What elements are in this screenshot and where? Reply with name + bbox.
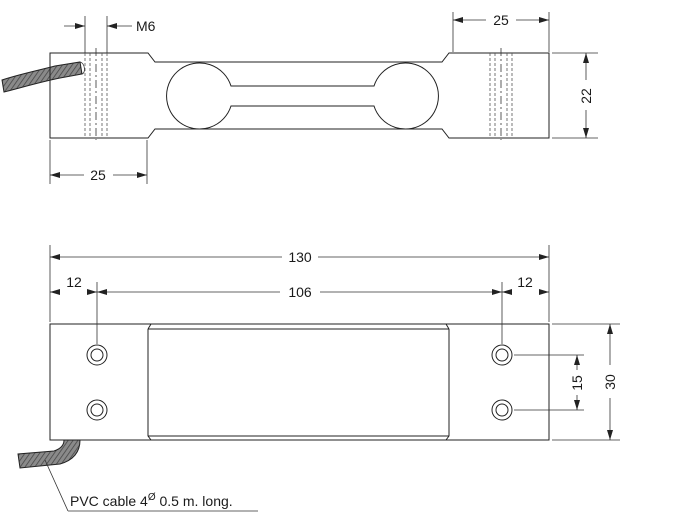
dim-left-length: 25 [90, 167, 106, 183]
dim-right-12: 12 [502, 274, 549, 295]
dim-total-length: 130 [288, 249, 312, 265]
dim-left-12: 12 [50, 274, 97, 295]
dim-left-offset: 12 [66, 274, 82, 290]
dim-right-length: 25 [493, 12, 509, 28]
dumbbell-slot [166, 62, 439, 130]
cable-note-text: PVC cable 4Ø 0.5 m. long. [70, 492, 233, 509]
mounting-hole [86, 344, 108, 366]
cable-note: PVC cable 4Ø 0.5 m. long. [44, 459, 258, 512]
dim-hole-spacing: 106 [288, 284, 312, 300]
dim-spacing-106: 106 [97, 284, 502, 300]
mounting-hole [86, 399, 108, 421]
center-plate [147, 323, 450, 441]
mounting-hole [491, 344, 513, 366]
bottom-view: 130 12 106 12 15 [17, 245, 620, 512]
hidden-thread-right [489, 48, 513, 140]
dim-width-30: 30 [552, 323, 620, 441]
dim-m6: M6 [64, 16, 156, 53]
dim-height: 22 [578, 88, 594, 104]
top-body-outline [49, 52, 550, 139]
hidden-thread-left [84, 48, 108, 140]
dim-hole-pitch: 15 [569, 375, 585, 391]
thread-label: M6 [136, 18, 156, 34]
cable-top [1, 61, 83, 93]
dim-top-left-25: 25 [49, 140, 148, 184]
dim-width: 30 [602, 374, 618, 390]
dim-pitch-15: 15 [514, 354, 585, 411]
mounting-hole [491, 399, 513, 421]
cable-bottom [17, 439, 81, 469]
top-view: M6 25 22 25 [1, 12, 598, 184]
dim-height-22: 22 [552, 52, 598, 139]
dim-right-offset: 12 [517, 274, 533, 290]
dim-top-right-25: 25 [452, 12, 550, 52]
dim-total-130: 130 [50, 249, 549, 265]
bottom-body-outline [49, 323, 550, 441]
